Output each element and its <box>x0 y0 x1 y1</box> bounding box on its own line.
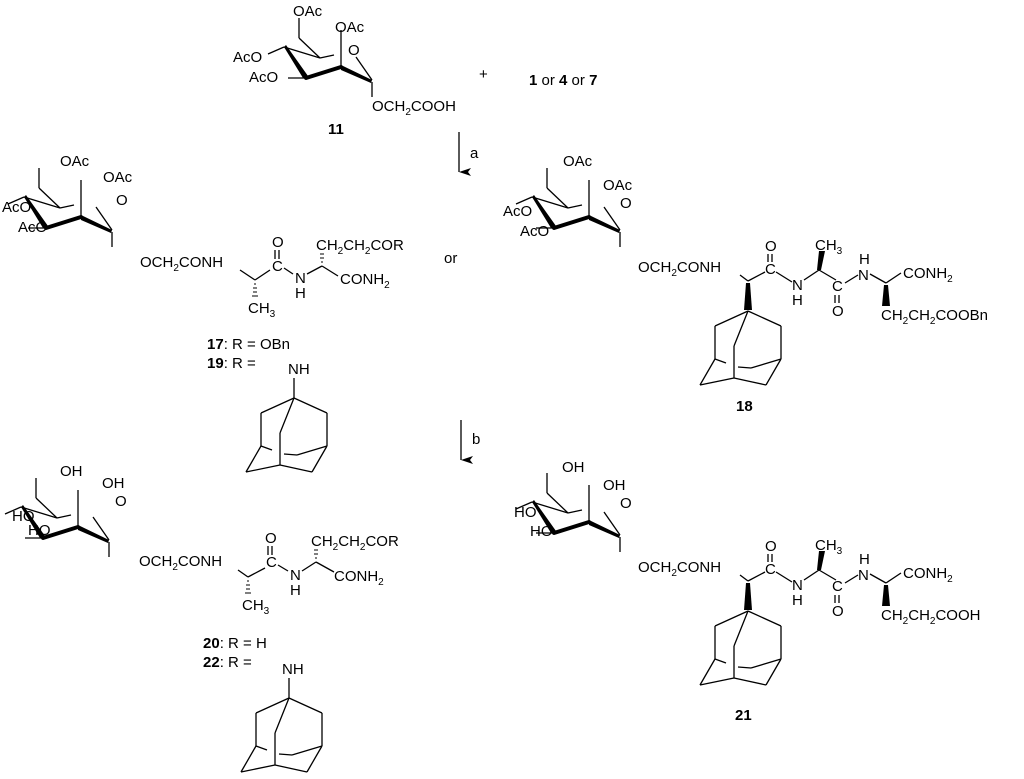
amide-hydrogen-1: H <box>792 292 803 309</box>
c4-aco-label: AcO <box>2 199 31 216</box>
partner-4: 4 <box>559 72 568 89</box>
variant-22: 22: R = <box>203 654 256 671</box>
linker-label: OCH2CONH <box>139 553 222 573</box>
methyl-label: CH3 <box>242 597 270 617</box>
ring-oxygen-label: O <box>348 42 360 59</box>
amide-nitrogen-1: N <box>792 277 803 294</box>
partner-7: 7 <box>589 72 597 89</box>
compound-11: OAc OAc AcO AcO O OCH2COOH <box>233 3 456 118</box>
nh-label: NH <box>282 661 304 678</box>
c4-aco-label: AcO <box>233 49 262 66</box>
amide-nitrogen: N <box>295 270 306 287</box>
variant-20: 20: R = H <box>203 635 267 652</box>
c6-oac-label: OAc <box>293 3 323 20</box>
carbonyl-carbon: C <box>765 561 776 578</box>
carbonyl-carbon-2: C <box>832 578 843 595</box>
c4-ho-label: HO <box>514 504 537 521</box>
carbonyl-carbon: C <box>765 261 776 278</box>
adamantyl-group <box>240 697 323 773</box>
compound-17-19: OAc OAc AcO AcO O OCH2CONH CH3 O C N H C… <box>2 153 457 473</box>
c2-oh-label: OH <box>603 477 626 494</box>
amide-nitrogen-1: N <box>792 577 803 594</box>
c6-oac-label: OAc <box>563 153 593 170</box>
methyl-label: CH3 <box>815 537 843 557</box>
reaction-partners: 1 or 4 or 7 <box>529 72 597 89</box>
compound-id-11: 11 <box>328 121 344 138</box>
hashed-bond <box>314 549 318 559</box>
c3-aco-label: AcO <box>249 69 278 86</box>
c3-aco-label: AcO <box>18 219 47 236</box>
compound-20-22: OH OH HO HO O OCH2CONH CH3 O C N H CH2CH… <box>3 463 399 773</box>
terminal-amide-label: CONH2 <box>340 271 390 291</box>
c3-aco-label: AcO <box>520 223 549 240</box>
carbonyl-oxygen-2: O <box>832 603 844 620</box>
adamantyl-group <box>245 397 328 473</box>
amide-hydrogen-1: H <box>792 592 803 609</box>
amide-nitrogen: N <box>290 567 301 584</box>
amide-hydrogen-2: H <box>859 251 870 268</box>
hashed-bond <box>320 253 324 263</box>
amide-nitrogen-2: N <box>858 567 869 584</box>
carbonyl-oxygen: O <box>765 538 777 555</box>
ring-oxygen-label: O <box>115 493 127 510</box>
carbonyl-carbon-2: C <box>832 278 843 295</box>
amide-nitrogen-2: N <box>858 267 869 284</box>
c2-oh-label: OH <box>102 475 125 492</box>
linker-label: OCH2CONH <box>140 254 223 274</box>
ring-oxygen-label: O <box>620 495 632 512</box>
c2-oac-label: OAc <box>103 169 133 186</box>
c6-oh-label: OH <box>562 459 585 476</box>
compound-21: OH OH HO HO O OCH2CONH O C N H CH3 C O N… <box>514 459 980 724</box>
methyl-label: CH3 <box>248 300 276 320</box>
terminal-amide-label: CONH2 <box>903 565 953 585</box>
terminal-amide-label: CONH2 <box>334 568 384 588</box>
variant-17: 17: R = OBn <box>207 336 290 353</box>
side-chain-label: CH2CH2COOBn <box>881 307 988 327</box>
compound-id-18: 18 <box>736 398 753 415</box>
side-chain-label: CH2CH2COR <box>316 237 404 257</box>
carbonyl-oxygen: O <box>272 234 284 251</box>
anomeric-group-label: OCH2COOH <box>372 98 456 118</box>
c2-oac-label: OAc <box>603 177 633 194</box>
c3-ho-label: HO <box>28 522 51 539</box>
step-b-label: b <box>472 431 480 448</box>
linker-label: OCH2CONH <box>638 559 721 579</box>
c4-aco-label: AcO <box>503 203 532 220</box>
c6-oh-label: OH <box>60 463 83 480</box>
variant-19: 19: R = <box>207 355 260 372</box>
nh-label: NH <box>288 361 310 378</box>
or-label: or <box>444 250 457 267</box>
compound-id-21: 21 <box>735 707 752 724</box>
plus-sign: + <box>479 66 488 83</box>
methyl-label: CH3 <box>815 237 843 257</box>
c4-ho-label: HO <box>12 508 35 525</box>
step-a-label: a <box>470 145 479 162</box>
hashed-bond <box>252 283 258 297</box>
carbonyl-carbon: C <box>272 258 283 275</box>
c3-ho-label: HO <box>530 523 553 540</box>
linker-label: OCH2CONH <box>638 259 721 279</box>
amide-hydrogen-2: H <box>859 551 870 568</box>
amide-hydrogen: H <box>295 285 306 302</box>
hashed-bond <box>245 580 251 594</box>
c2-oac-label: OAc <box>335 19 365 36</box>
partner-1: 1 <box>529 72 537 89</box>
ring-oxygen-label: O <box>116 192 128 209</box>
side-chain-label: CH2CH2COOH <box>881 607 980 627</box>
amide-hydrogen: H <box>290 582 301 599</box>
c6-oac-label: OAc <box>60 153 90 170</box>
carbonyl-oxygen: O <box>765 238 777 255</box>
terminal-amide-label: CONH2 <box>903 265 953 285</box>
carbonyl-oxygen: O <box>265 530 277 547</box>
compound-18: OAc OAc AcO AcO O OCH2CONH O C N H CH3 C… <box>503 153 988 415</box>
carbonyl-carbon: C <box>266 554 277 571</box>
side-chain-label: CH2CH2COR <box>311 533 399 553</box>
carbonyl-oxygen-2: O <box>832 303 844 320</box>
ring-oxygen-label: O <box>620 195 632 212</box>
